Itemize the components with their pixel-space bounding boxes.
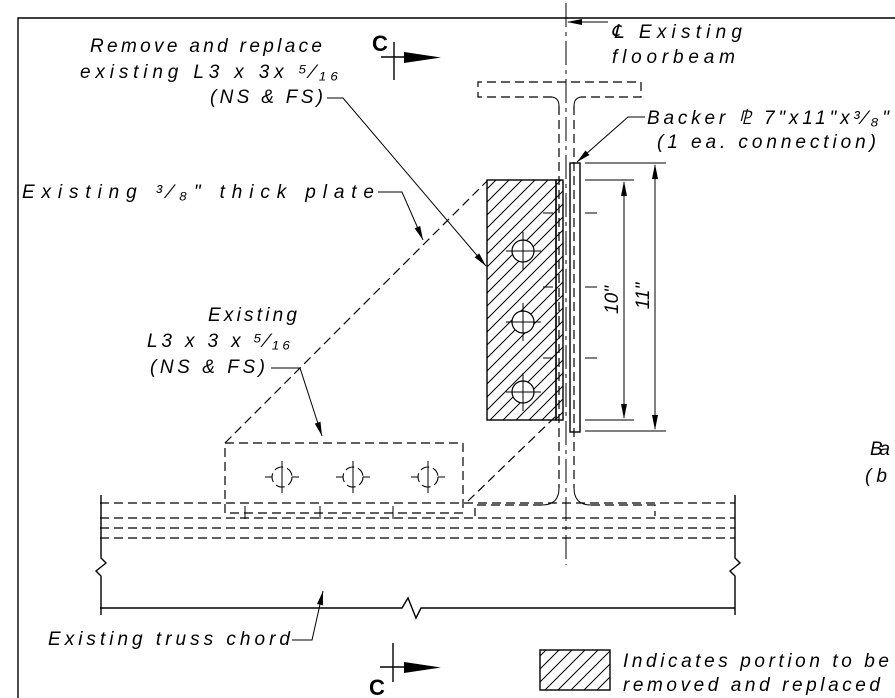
lower-angle-outline bbox=[224, 442, 464, 514]
callout-line: floorbeam bbox=[612, 47, 735, 68]
chord-right-break-line bbox=[728, 495, 742, 615]
sheet-border bbox=[17, 17, 895, 698]
backer-plate bbox=[569, 162, 581, 433]
legend-hatch-swatch bbox=[539, 649, 611, 691]
callout-line: existing L3 x 3x ⁵⁄₁₆ bbox=[80, 62, 338, 83]
lower-angle-bolt-hole bbox=[265, 461, 299, 493]
leader-arrow bbox=[414, 226, 423, 240]
leader-line bbox=[271, 367, 323, 437]
callout-existing-angle: Existing L3 x 3 x ⁵⁄₁₆ (NS & FS) bbox=[147, 305, 323, 437]
chord-bottom-edge-break bbox=[100, 596, 735, 620]
callout-line: L3 x 3 x ⁵⁄₁₆ bbox=[147, 331, 290, 352]
dimension-11in: 11" bbox=[585, 162, 666, 432]
leader-line bbox=[292, 590, 324, 641]
angle-bolt-hole bbox=[506, 232, 541, 270]
bolt-hole-crosshair bbox=[506, 232, 541, 270]
existing-gusset-plate bbox=[224, 180, 557, 502]
section-mark-bottom: C bbox=[369, 643, 441, 698]
floorbeam-bottom-fillets bbox=[541, 487, 592, 506]
floorbeam-top-fillets bbox=[551, 96, 582, 107]
dimension-10in: 10" bbox=[585, 179, 634, 421]
floorbeam-top-flange bbox=[477, 81, 642, 98]
truss-chord bbox=[94, 495, 742, 620]
legend-text: Indicates portion to be bbox=[623, 651, 889, 672]
chord-left-break-line bbox=[94, 495, 108, 615]
leader-line bbox=[576, 116, 645, 163]
callout-line: Existing bbox=[208, 305, 297, 326]
dimension-text-11in: 11" bbox=[633, 282, 654, 310]
dimension-extension-lines bbox=[585, 162, 666, 432]
lower-angle-bolt-hole bbox=[411, 461, 445, 493]
dimension-arrow-top bbox=[621, 181, 627, 196]
dimension-text-10in: 10" bbox=[602, 285, 623, 314]
callout-line: Ba bbox=[870, 439, 890, 460]
callout-backer-plate: Backer ⅊ 7"x11"x³⁄₈" (1 ea. connection) bbox=[576, 108, 890, 163]
callout-line: (b bbox=[865, 466, 887, 487]
callout-floorbeam-centerline: ℄ Existing floorbeam bbox=[567, 19, 742, 68]
callout-line: (NS & FS) bbox=[150, 357, 265, 378]
angle-outstanding-leg-hatched bbox=[555, 179, 564, 421]
existing-lower-angle bbox=[224, 442, 464, 519]
leader-arrow bbox=[577, 150, 590, 162]
callout-right-cut-off: Ba (b bbox=[865, 439, 890, 487]
leader-arrow bbox=[474, 253, 486, 266]
bolt-hole-crosshair bbox=[265, 461, 299, 493]
section-label-top: C bbox=[372, 31, 388, 56]
angle-to-be-replaced bbox=[486, 179, 597, 421]
callout-remove-replace: Remove and replace existing L3 x 3x ⁵⁄₁₆… bbox=[80, 36, 487, 267]
angle-connected-leg-hatched bbox=[486, 179, 557, 421]
callout-line: (NS & FS) bbox=[210, 87, 323, 108]
angle-bolt-hole bbox=[506, 303, 541, 341]
leader-line bbox=[378, 191, 424, 241]
lower-angle-bolt-hole bbox=[336, 461, 370, 493]
callout-line: Remove and replace bbox=[90, 36, 322, 57]
section-arrow-top bbox=[404, 52, 441, 63]
dimension-arrow-bottom bbox=[621, 404, 627, 419]
leader-arrow bbox=[317, 591, 323, 606]
leader-arrow bbox=[567, 19, 582, 25]
bolt-hole-crosshair bbox=[506, 303, 541, 341]
bolt-hole-crosshair bbox=[411, 461, 445, 493]
bolt-hole-crosshair bbox=[336, 461, 370, 493]
legend-text: removed and replaced bbox=[623, 675, 881, 696]
section-arrow-bottom bbox=[404, 662, 441, 673]
dimension-arrow-top bbox=[652, 164, 658, 179]
callout-line: Existing truss chord bbox=[48, 629, 291, 650]
legend: Indicates portion to be removed and repl… bbox=[539, 649, 889, 696]
gusset-upper-edge bbox=[224, 180, 488, 444]
dimension-arrow-bottom bbox=[652, 415, 658, 430]
lower-angle-bolt-ticks bbox=[244, 506, 394, 519]
dimension-extension-lines bbox=[585, 179, 634, 421]
callout-truss-chord: Existing truss chord bbox=[48, 590, 324, 650]
floorbeam-bottom-flange bbox=[474, 504, 656, 516]
callout-line: (1 ea. connection) bbox=[657, 132, 876, 153]
section-mark-top: C bbox=[372, 31, 441, 80]
gusset-lower-edge bbox=[467, 415, 557, 502]
bolt-hole-crosshair bbox=[506, 373, 541, 411]
callout-line: Backer ⅊ 7"x11"x³⁄₈" bbox=[647, 108, 890, 129]
callout-line: Existing ³⁄₈" thick plate bbox=[22, 182, 374, 203]
callout-line: ℄ Existing bbox=[611, 22, 742, 43]
leader-arrow bbox=[314, 421, 322, 436]
section-label-bottom: C bbox=[369, 675, 385, 698]
callout-existing-plate: Existing ³⁄₈" thick plate bbox=[22, 182, 424, 241]
web-bolt-line-ticks bbox=[543, 212, 597, 359]
leader-line bbox=[327, 97, 487, 267]
angle-bolt-hole bbox=[506, 373, 541, 411]
